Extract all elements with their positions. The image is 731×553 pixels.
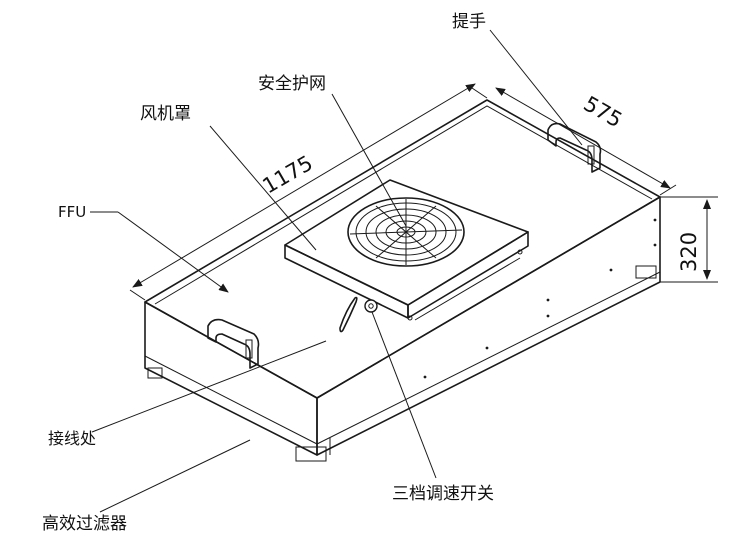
foot-left xyxy=(147,367,163,379)
label-fan-cover: 风机罩 xyxy=(140,104,191,124)
label-ffu: FFU xyxy=(58,203,87,221)
dim-width-text: 575 xyxy=(580,92,627,133)
top-inner-edge xyxy=(154,105,653,305)
filter-line-front xyxy=(144,355,318,445)
label-speed-switch: 三档调速开关 xyxy=(392,484,494,504)
label-guard-net: 安全护网 xyxy=(258,74,326,94)
dimension-width xyxy=(495,87,677,196)
handle-front xyxy=(207,318,260,369)
unit-body xyxy=(144,99,661,462)
dimension-length xyxy=(129,83,488,301)
rivets xyxy=(423,218,657,379)
guard-net xyxy=(347,197,465,267)
label-wiring: 接线处 xyxy=(48,429,97,448)
right-face xyxy=(316,196,661,456)
speed-switch-knob xyxy=(364,299,378,313)
front-face xyxy=(144,301,318,456)
handle-right xyxy=(547,122,602,173)
leader-lines xyxy=(90,29,583,513)
label-handle: 提手 xyxy=(452,12,486,32)
wiring-port xyxy=(339,296,358,333)
filter-line-right xyxy=(316,271,661,445)
foot-front xyxy=(295,446,327,462)
fan-cover-front xyxy=(284,244,409,319)
label-hepa-filter: 高效过滤器 xyxy=(42,514,127,534)
dimension-height xyxy=(660,196,718,283)
dim-height-text: 320 xyxy=(677,232,701,272)
fan-cover-right xyxy=(407,231,529,319)
foot-right xyxy=(635,265,657,279)
dim-length-text: 1175 xyxy=(259,151,317,199)
